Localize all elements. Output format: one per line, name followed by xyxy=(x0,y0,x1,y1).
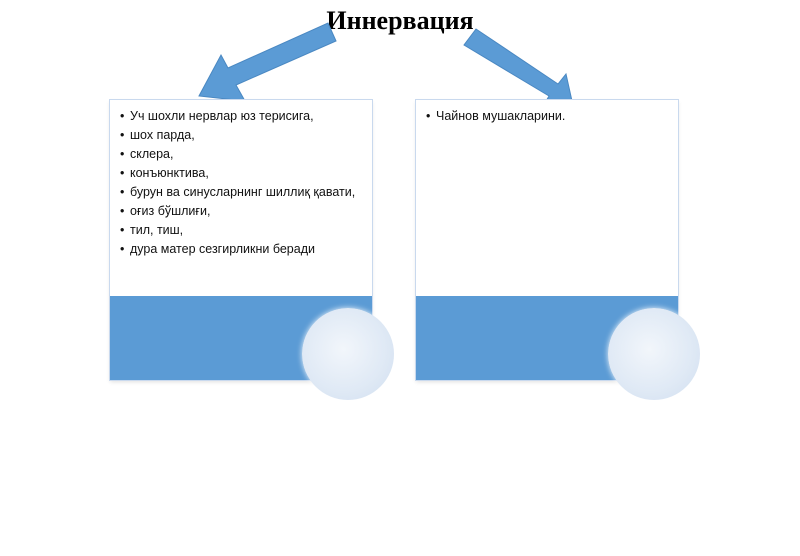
motor-fibers-content: Чайнов мушакларини. xyxy=(416,100,678,296)
motor-fibers-list: Чайнов мушакларини. xyxy=(416,100,678,124)
arrows-layer xyxy=(198,22,575,111)
motor-fibers-label: Харакатлантирувчи толалар xyxy=(426,511,578,552)
list-item: оғиз бўшлиғи, xyxy=(120,203,362,219)
list-item: склера, xyxy=(120,146,362,162)
list-item: бурун ва синусларнинг шиллиқ қавати, xyxy=(120,184,362,200)
list-item: дура матер сезгирликни беради xyxy=(120,241,362,257)
sensory-fibers-label: Сезувчи толалар xyxy=(120,525,251,542)
decorative-circle-left xyxy=(302,308,394,400)
list-item: конъюнктива, xyxy=(120,165,362,181)
list-item: Чайнов мушакларини. xyxy=(426,108,668,124)
page-title: Иннервация xyxy=(326,6,474,35)
arrow-left-down-icon xyxy=(198,22,337,102)
arrow-right-down-icon xyxy=(463,28,575,111)
list-item: шох парда, xyxy=(120,127,362,143)
sensory-fibers-list: Уч шохли нервлар юз терисига, шох парда,… xyxy=(110,100,372,257)
decorative-circle-right xyxy=(608,308,700,400)
sensory-fibers-content: Уч шохли нервлар юз терисига, шох парда,… xyxy=(110,100,372,296)
list-item: Уч шохли нервлар юз терисига, xyxy=(120,108,362,124)
list-item: тил, тиш, xyxy=(120,222,362,238)
